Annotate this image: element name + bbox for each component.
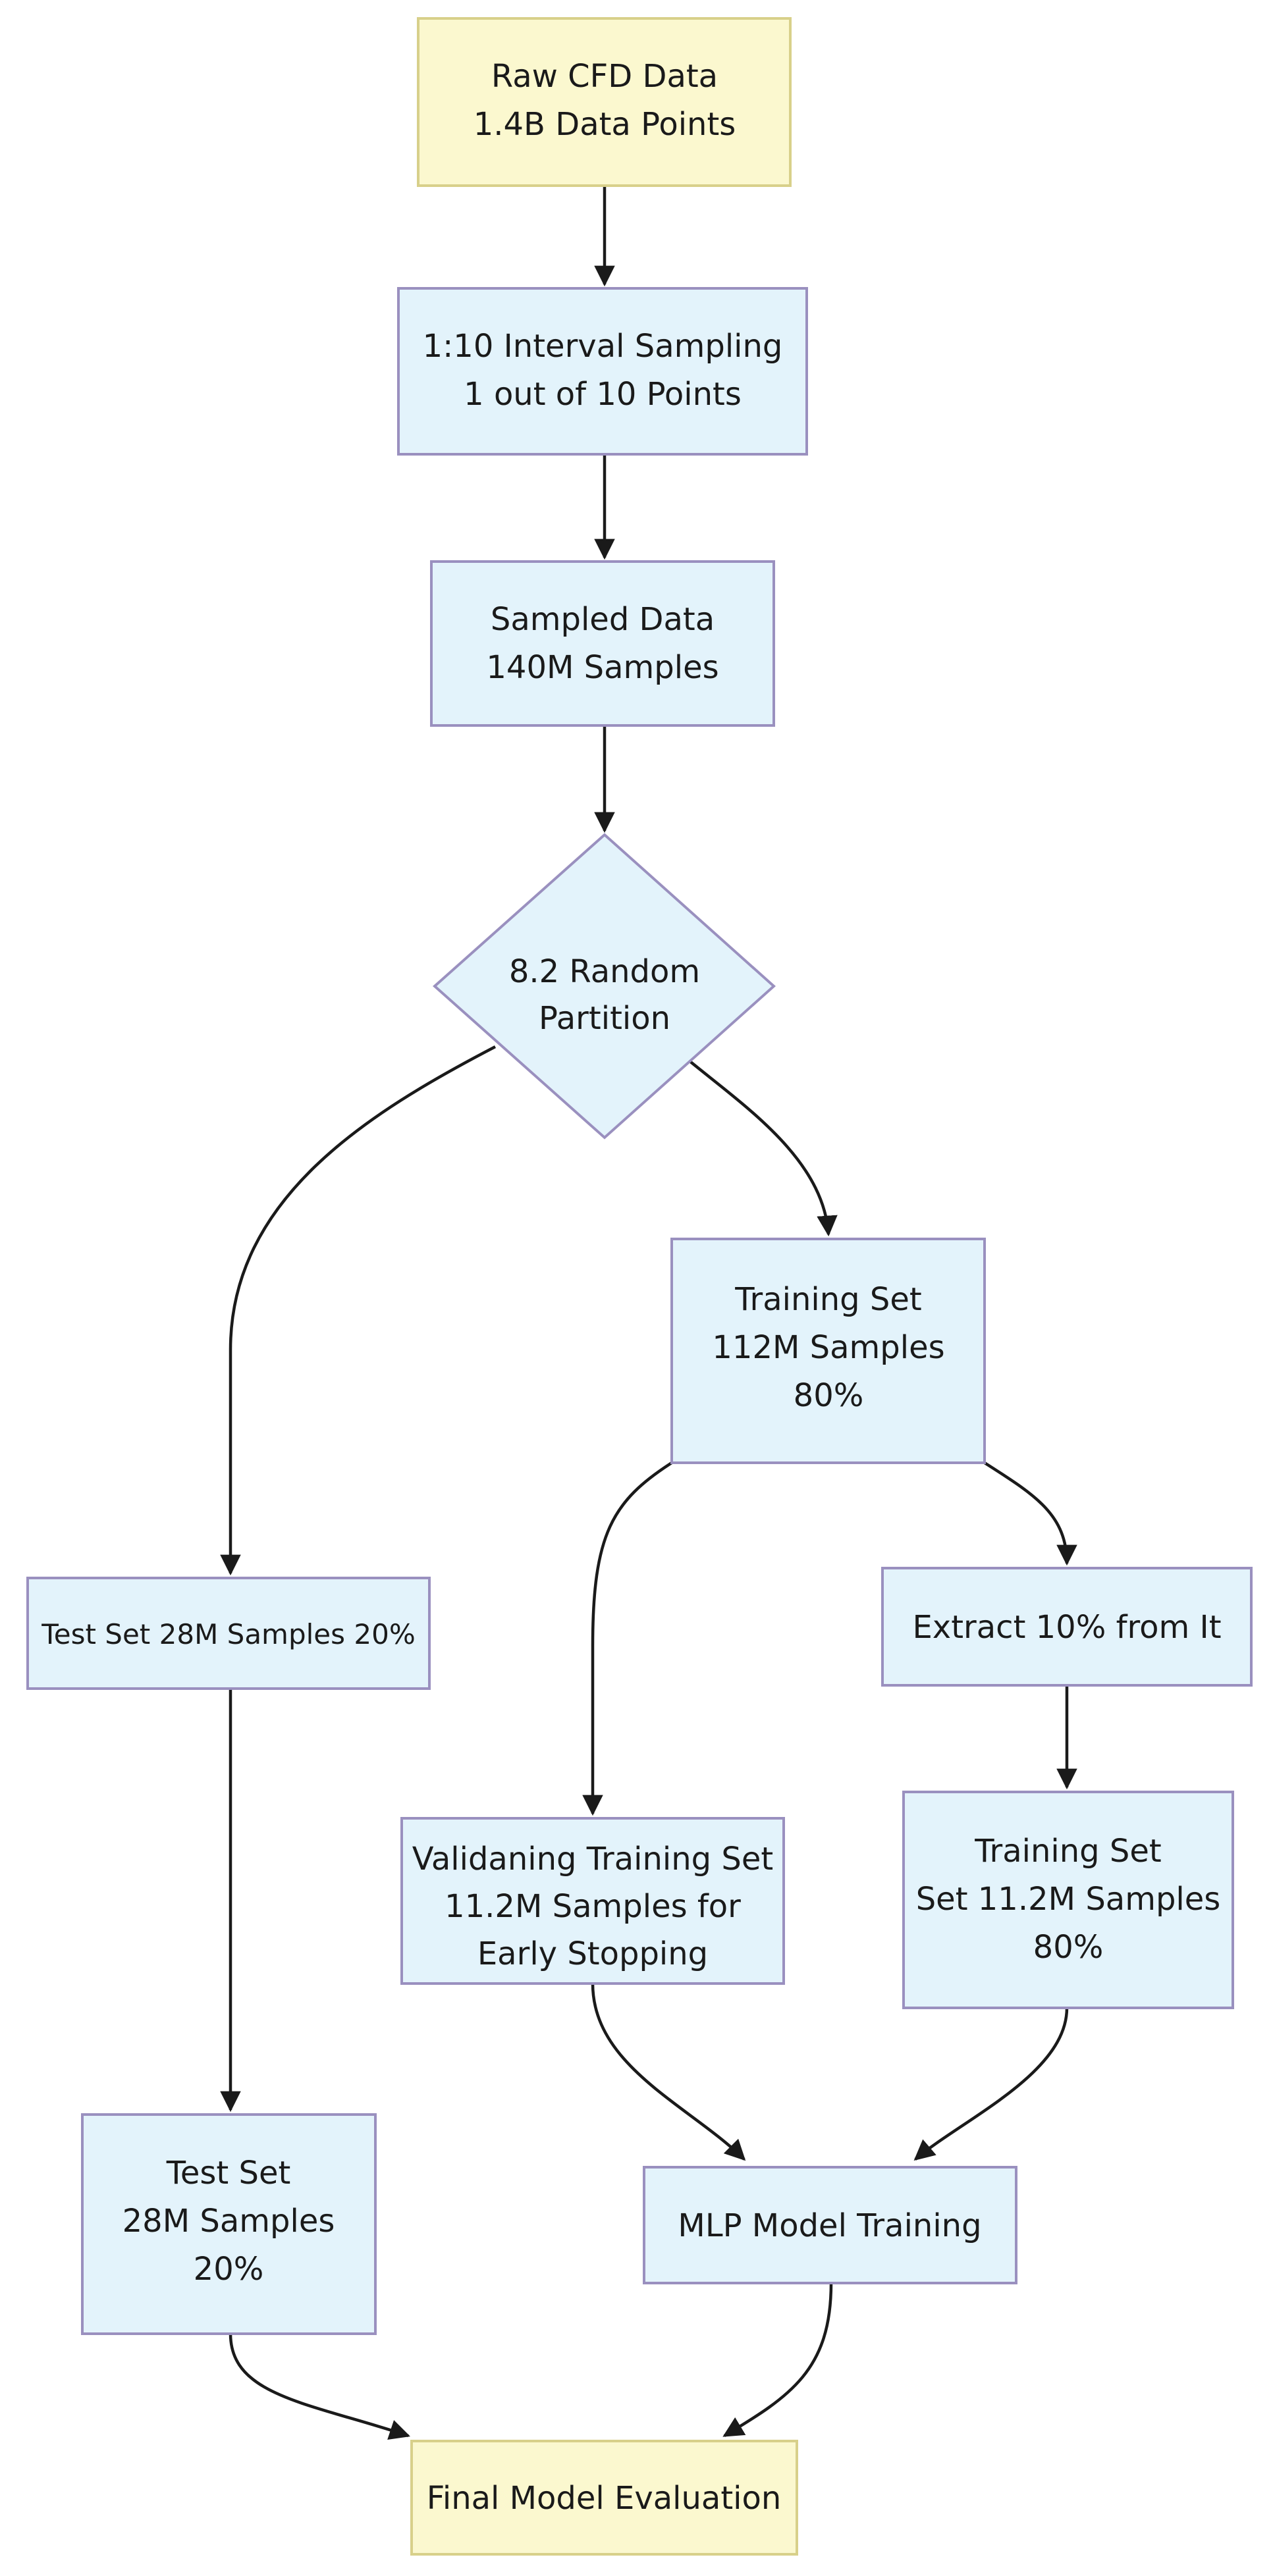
node-random-partition-line-2: Partition — [539, 1000, 670, 1037]
node-test-set-line-1: Test Set — [166, 2155, 291, 2192]
node-raw-data: Raw CFD Data 1.4B Data Points — [417, 17, 792, 187]
node-test-set-inline-line-1: Test Set 28M Samples 20% — [41, 1618, 415, 1650]
node-validation-set-line-3: Early Stopping — [477, 1935, 708, 1972]
node-test-set-inline: Test Set 28M Samples 20% — [26, 1577, 431, 1690]
edge-training-to-validation — [582, 1461, 673, 1816]
node-interval-sampling-line-1: 1:10 Interval Sampling — [423, 328, 783, 365]
node-validation-set: Validaning Training Set 11.2M Samples fo… — [400, 1817, 785, 1985]
edge-partition-to-training — [687, 1059, 838, 1237]
node-sampled-data: Sampled Data 140M Samples — [430, 560, 775, 727]
node-random-partition: 8.2 Random Partition — [432, 833, 776, 1140]
edge-validation-to-mlp — [591, 1983, 746, 2161]
edge-mlp-to-final — [722, 2282, 833, 2437]
node-extract: Extract 10% from It — [881, 1567, 1253, 1687]
node-validation-set-line-2: 11.2M Samples for — [445, 1888, 741, 1925]
node-raw-data-line-1: Raw CFD Data — [491, 58, 718, 95]
edge-test-to-final — [229, 2333, 410, 2440]
node-training-set-line-2: 112M Samples — [712, 1329, 944, 1366]
edge-training-to-extract — [983, 1461, 1077, 1566]
node-training-set-line-1: Training Set — [734, 1281, 921, 1318]
node-interval-sampling-line-2: 1 out of 10 Points — [464, 376, 742, 413]
node-sampled-data-line-2: 140M Samples — [486, 649, 718, 686]
node-interval-sampling: 1:10 Interval Sampling 1 out of 10 Point… — [397, 287, 808, 456]
node-final-evaluation: Final Model Evaluation — [410, 2440, 798, 2556]
edges — [220, 186, 1077, 2440]
node-test-set-line-3: 20% — [194, 2251, 264, 2288]
node-training-subset-line-3: 80% — [1033, 1929, 1104, 1966]
edge-subset-to-mlp — [913, 2007, 1069, 2161]
node-validation-set-line-1: Validaning Training Set — [412, 1841, 773, 1878]
node-training-set: Training Set 112M Samples 80% — [670, 1238, 986, 1464]
node-extract-line-1: Extract 10% from It — [912, 1609, 1221, 1646]
node-final-evaluation-line-1: Final Model Evaluation — [427, 2480, 782, 2517]
node-training-set-line-3: 80% — [794, 1377, 864, 1414]
node-mlp-training-line-1: MLP Model Training — [678, 2207, 981, 2244]
edge-partition-to-test-inline — [220, 1045, 497, 1576]
node-test-set: Test Set 28M Samples 20% — [81, 2113, 377, 2335]
node-training-subset-line-1: Training Set — [974, 1833, 1161, 1870]
node-sampled-data-line-1: Sampled Data — [491, 601, 715, 638]
node-test-set-line-2: 28M Samples — [122, 2203, 335, 2240]
node-mlp-training: MLP Model Training — [643, 2166, 1017, 2284]
node-random-partition-line-1: 8.2 Random — [509, 953, 700, 990]
node-raw-data-line-2: 1.4B Data Points — [474, 106, 736, 143]
node-training-subset: Training Set Set 11.2M Samples 80% — [902, 1791, 1234, 2009]
node-training-subset-line-2: Set 11.2M Samples — [916, 1881, 1221, 1918]
